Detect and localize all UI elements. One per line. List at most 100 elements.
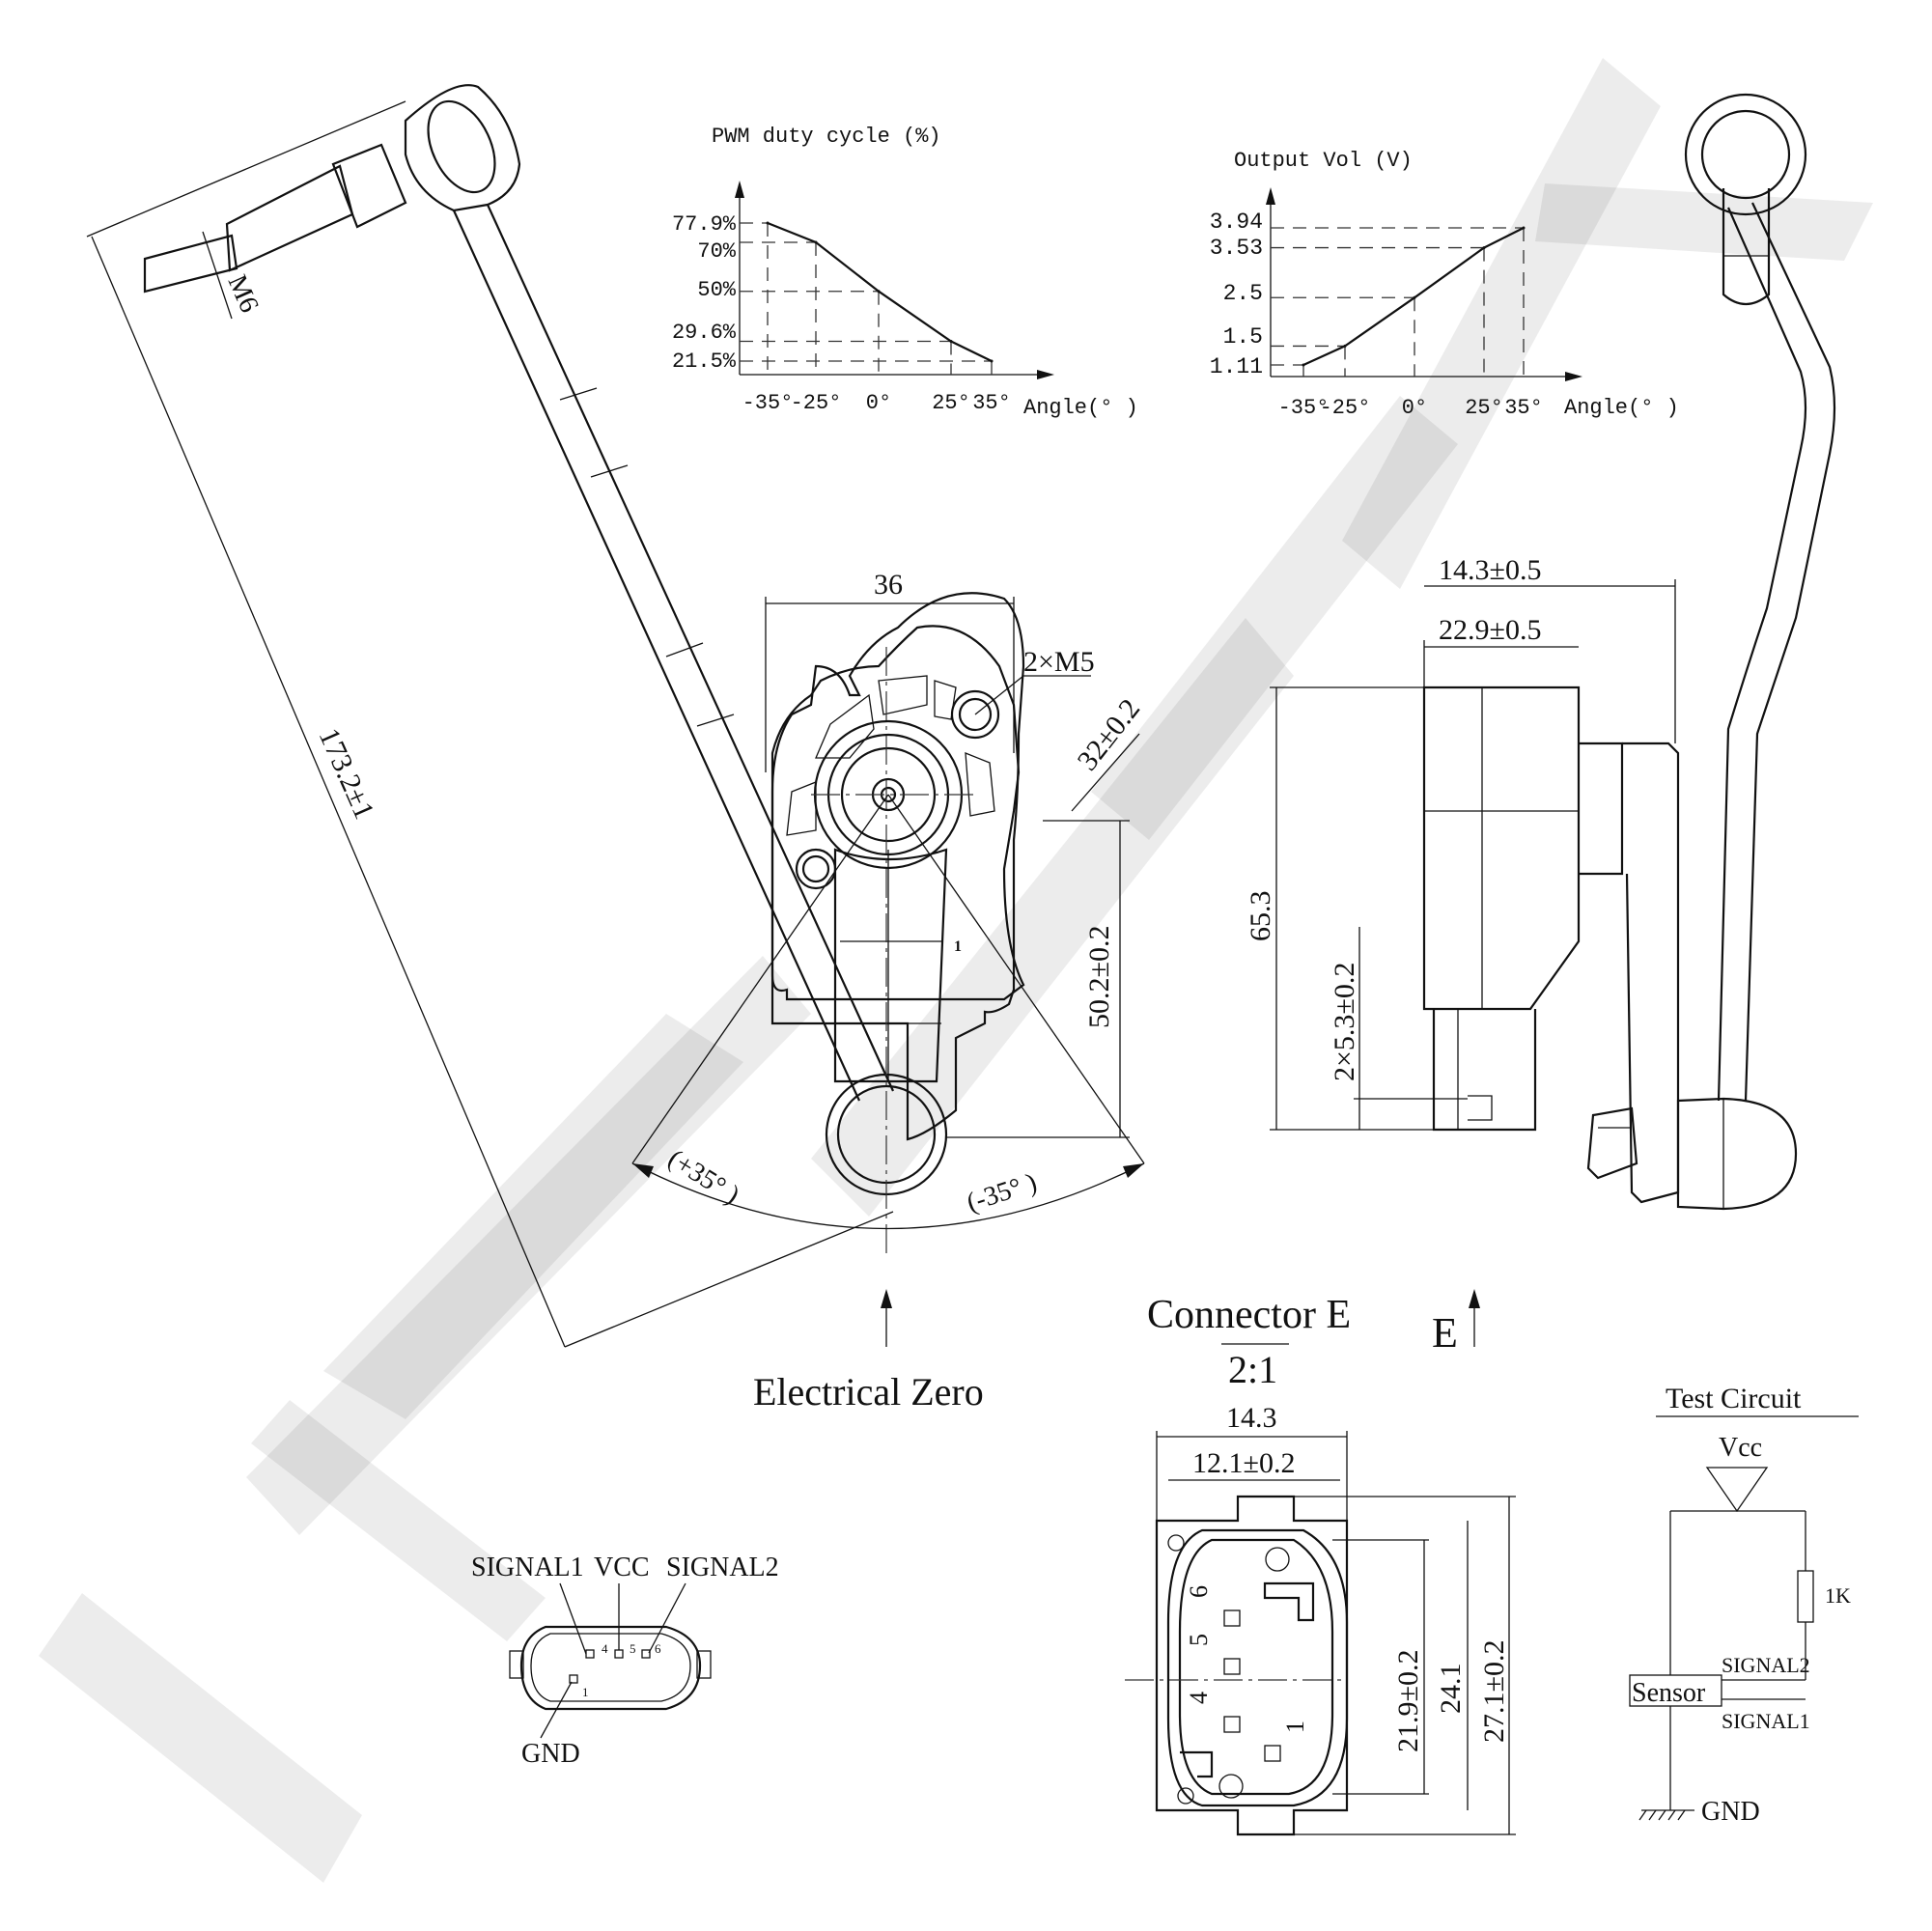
test-circuit-gnd: GND	[1701, 1797, 1760, 1827]
side-body	[1422, 686, 1581, 1011]
dim-173-ext-bot	[564, 1211, 894, 1348]
ball-stud-neck	[225, 164, 354, 272]
angle-plus-35: (+35° )	[662, 1144, 744, 1211]
vol-xtick-3: 25°	[1465, 396, 1503, 420]
arm-band-2	[590, 464, 629, 478]
pwm-ytick-4: 21.5%	[672, 350, 737, 374]
pinout-vcc: VCC	[594, 1553, 650, 1582]
connector-pin-label-4: 4	[1185, 1692, 1213, 1704]
vol-xtick-0: -35°	[1278, 396, 1330, 420]
gnd-hatch-2	[1648, 1809, 1657, 1821]
dim-32-line	[1071, 733, 1140, 812]
housing-outline	[770, 592, 1025, 1141]
pinout-ear-right	[696, 1650, 712, 1679]
housing-rib-5	[786, 781, 817, 836]
connector-pin-6	[1223, 1609, 1241, 1627]
test-circuit-resistor: 1K	[1825, 1583, 1851, 1608]
connector-pin-1	[1264, 1745, 1281, 1762]
connector-view-letter: E	[1432, 1309, 1458, 1357]
dim-side-2x53: 2×5.3±0.2	[1329, 963, 1360, 1081]
rod-top-cup-inner	[1700, 109, 1791, 200]
arm-edge-lower	[452, 210, 861, 1102]
rod-edge-a	[1744, 202, 1836, 1102]
pwm-ytick-3: 29.6%	[672, 321, 737, 345]
connector-pin-4	[1223, 1716, 1241, 1733]
pwm-ytick-2: 50%	[697, 278, 736, 302]
pinout-pin-6	[641, 1649, 651, 1659]
connector-pin-label-6: 6	[1185, 1585, 1213, 1598]
side-nut	[1586, 1106, 1638, 1180]
pinout-pin-1	[569, 1674, 578, 1684]
rod-top-cup	[1684, 93, 1807, 216]
connector-shell	[1155, 1495, 1349, 1836]
arm-band-3	[665, 642, 704, 658]
brand-watermark	[39, 58, 1873, 1883]
vol-ytick-1: 3.53	[1210, 236, 1263, 261]
crank-arm	[833, 848, 948, 1083]
pwm-xtick-0: -35°	[742, 391, 794, 415]
resistor-1k	[1797, 1570, 1814, 1623]
sensor-box	[1629, 1674, 1722, 1707]
connector-corner-hole-br	[1218, 1774, 1244, 1799]
swing-arrow-left	[632, 1163, 654, 1178]
dim-width-36: 36	[874, 569, 903, 601]
side-lever	[1622, 742, 1680, 1204]
test-circuit: Test Circuit Vcc 1K Sensor SIGNAL2 SIGNA…	[1629, 1383, 1859, 1827]
pinout-signal2: SIGNAL2	[666, 1553, 779, 1582]
pwm-grid	[740, 221, 994, 375]
dim-side-22: 22.9±0.5	[1439, 614, 1541, 646]
test-circuit-vcc: Vcc	[1719, 1433, 1762, 1463]
rod-edge-b	[1717, 207, 1807, 1102]
pinout-leader-signal2	[648, 1582, 686, 1654]
side-latch	[1468, 1095, 1493, 1121]
pwm-xtick-2: 0°	[866, 391, 891, 415]
connector-e-view: Connector E 2:1 E 6 5 4 1 14.3 12.1±0.2	[1125, 1289, 1516, 1836]
pwm-ytick-0: 77.9%	[672, 212, 737, 237]
gnd-hatch-1	[1638, 1809, 1647, 1821]
connector-corner-hole-bl	[1177, 1787, 1194, 1805]
pinout-leader-gnd	[540, 1681, 573, 1739]
dim-side-14: 14.3±0.5	[1439, 554, 1541, 586]
side-ball-cup	[1676, 1097, 1798, 1211]
dim-connector-h219: 21.9±0.2	[1392, 1650, 1424, 1752]
arm-band-1	[559, 387, 598, 401]
side-connector	[1432, 1009, 1537, 1132]
arm-eye-boss	[427, 99, 496, 194]
pwm-chart-title: PWM duty cycle (%)	[712, 125, 941, 149]
pinout-pin-label-4: 4	[602, 1641, 608, 1656]
pwm-y-arrow	[735, 181, 744, 198]
test-circuit-signal2: SIGNAL2	[1722, 1653, 1810, 1677]
dim-m6-line	[202, 231, 233, 320]
voltage-chart: Output Vol (V) 3.94 3.53 2.5 1.5 1.11 -3…	[1210, 149, 1679, 420]
pinout-gnd: GND	[521, 1739, 580, 1769]
dim-connector-w143: 14.3	[1226, 1402, 1277, 1434]
pwm-xtick-4: 35°	[972, 391, 1011, 415]
vol-ytick-3: 1.5	[1223, 324, 1263, 350]
pinout-pin-label-5: 5	[630, 1641, 636, 1656]
vol-ytick-0: 3.94	[1210, 210, 1263, 235]
pwm-x-unit: Angle(° )	[1023, 396, 1138, 420]
sensor-side-view: 14.3±0.5 22.9±0.5 65.3 2×5.3±0.2	[1245, 554, 1798, 1211]
dim-m5-leader	[974, 675, 1024, 715]
dim-173-ext-top	[86, 100, 406, 238]
pinout-shell-inner	[530, 1633, 691, 1702]
pinout-pin-label-6: 6	[655, 1641, 661, 1656]
mount-hole-bottom-inner	[801, 854, 830, 883]
swing-arc	[631, 1162, 1145, 1230]
test-circuit-signal1: SIGNAL1	[1722, 1709, 1810, 1733]
pinout-pin-5	[614, 1649, 624, 1659]
connector-key	[1263, 1581, 1315, 1622]
housing-rib-3	[934, 680, 957, 720]
swing-line-minus	[887, 794, 1145, 1164]
angle-minus-35: (-35° )	[964, 1167, 1041, 1217]
vol-xtick-4: 35°	[1504, 396, 1543, 420]
dim-side-65: 65.3	[1245, 891, 1276, 942]
housing-rib-4	[965, 752, 995, 817]
pinout-leader-signal1	[559, 1582, 587, 1655]
ball-stud-hex	[331, 143, 407, 229]
vcc-symbol	[1705, 1467, 1769, 1513]
vol-chart-title: Output Vol (V)	[1234, 149, 1413, 173]
lever-arm: 173.2±1 M6	[86, 84, 895, 1348]
housing-rib-2	[878, 675, 928, 715]
pinout-diagram: SIGNAL1 VCC SIGNAL2 GND 4 5 6 1	[471, 1553, 779, 1769]
